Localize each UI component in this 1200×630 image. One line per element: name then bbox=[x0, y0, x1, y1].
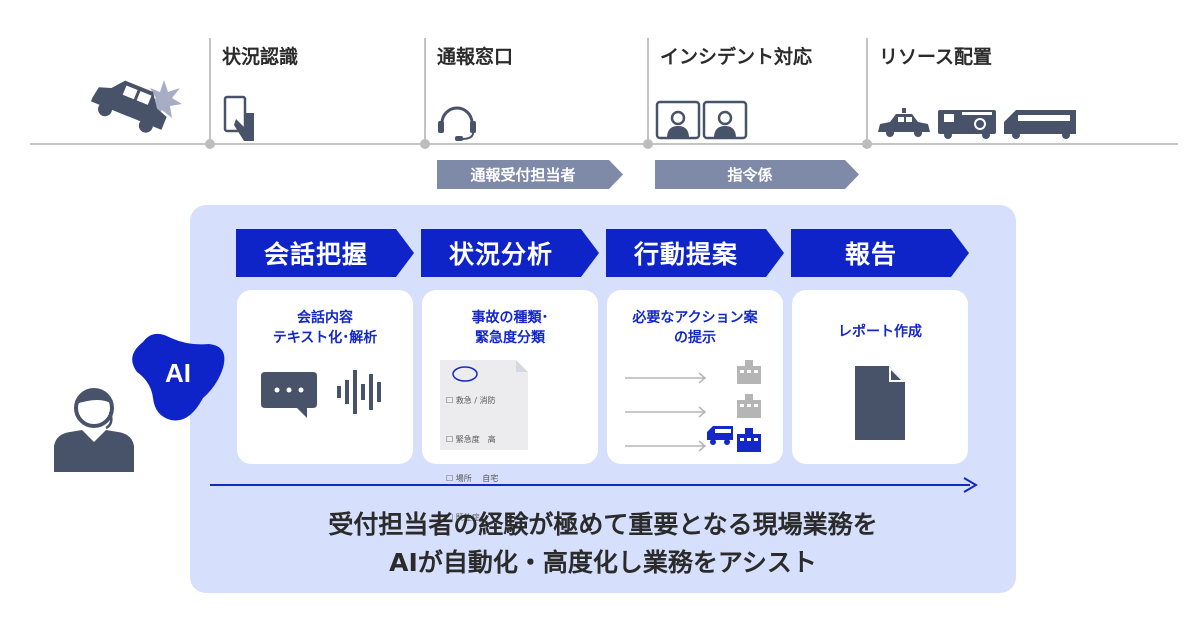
step-arrow bbox=[581, 229, 599, 277]
checklist-document-icon: ☐ 救急 / 消防 ☐ 緊急度 高 ☐ 場所 自宅 ☐ 既往症 ⋮ bbox=[440, 360, 528, 561]
role-tag-arrow bbox=[845, 160, 859, 189]
step-card-conversation: 会話内容 テキスト化･解析 bbox=[237, 290, 413, 464]
ai-badge: AI bbox=[123, 328, 233, 433]
operators-icon bbox=[655, 100, 748, 140]
step-title: 報告 bbox=[844, 240, 897, 269]
timeline-divider bbox=[866, 38, 868, 144]
step-card-analysis: 事故の種類･ 緊急度分類 ☐ 救急 / 消防 ☐ 緊急度 高 ☐ 場所 自宅 ☐… bbox=[422, 290, 598, 561]
summary-line-2: AIが自動化・高度化し業務をアシスト bbox=[389, 548, 817, 577]
timeline-node bbox=[862, 139, 872, 149]
step-description: 会話内容 テキスト化･解析 bbox=[272, 310, 378, 346]
stage-title-resources: リソース配置 bbox=[879, 46, 993, 68]
role-tag-call-receiver: 通報受付担当者 bbox=[437, 160, 609, 189]
role-tag-dispatcher: 指令係 bbox=[655, 160, 845, 189]
ai-blob-icon bbox=[132, 333, 225, 421]
summary-line-1: 受付担当者の経験が極めて重要となる現場業務を bbox=[328, 510, 878, 539]
checklist-item: ☐ 緊急度 高 bbox=[446, 435, 496, 444]
smartphone-touch-icon bbox=[223, 95, 254, 141]
step-title: 会話把握 bbox=[263, 240, 368, 269]
timeline-divider bbox=[209, 38, 211, 144]
step-description: 必要なアクション案 の提示 bbox=[632, 310, 758, 346]
step-arrow bbox=[951, 229, 969, 277]
stage-title-situation: 状況認識 bbox=[222, 46, 299, 68]
circle-mark-icon bbox=[452, 366, 478, 382]
ai-badge-label: AI bbox=[165, 358, 191, 388]
checklist-item: ☐ 救急 / 消防 bbox=[446, 396, 496, 405]
process-flow-arrow bbox=[210, 484, 970, 486]
document-icon bbox=[855, 366, 905, 440]
routing-arrows-icon bbox=[625, 360, 761, 452]
checklist-item: ☐ 既往症 bbox=[446, 513, 480, 522]
role-tag-label: 通報受付担当者 bbox=[470, 166, 576, 184]
checklist-text: 既往症 bbox=[455, 513, 480, 522]
step-arrow bbox=[766, 229, 784, 277]
step-description: レポート作成 bbox=[838, 324, 922, 340]
checklist-text: 救急 / 消防 bbox=[455, 396, 496, 405]
timeline-node bbox=[643, 139, 653, 149]
role-tag-arrow bbox=[609, 160, 623, 189]
step-header-action: 行動提案 bbox=[606, 229, 766, 277]
step-description: 事故の種類･ 緊急度分類 bbox=[471, 310, 549, 346]
checklist-text: 場所 自宅 bbox=[455, 474, 499, 483]
step-title: 行動提案 bbox=[633, 240, 738, 269]
step-header-report: 報告 bbox=[791, 229, 951, 277]
checklist-item: ⋮ bbox=[446, 550, 498, 563]
arrowhead-icon bbox=[963, 477, 978, 493]
role-tag-label: 指令係 bbox=[727, 166, 773, 184]
timeline-divider bbox=[647, 38, 649, 144]
operator-icon bbox=[54, 388, 134, 472]
stage-title-report-desk: 通報窓口 bbox=[437, 46, 514, 68]
timeline-divider bbox=[424, 38, 426, 144]
headset-icon bbox=[438, 106, 476, 141]
step-arrow bbox=[396, 229, 414, 277]
step-title: 状況分析 bbox=[448, 240, 553, 269]
checklist-text: ⋮ bbox=[482, 552, 490, 561]
checklist-text: 緊急度 高 bbox=[455, 435, 496, 444]
timeline-node bbox=[420, 139, 430, 149]
chat-waveform-icon bbox=[261, 370, 381, 418]
timeline-node bbox=[205, 139, 215, 149]
step-card-action: 必要なアクション案 の提示 bbox=[607, 290, 783, 464]
step-header-conversation: 会話把握 bbox=[236, 229, 396, 277]
timeline-axis bbox=[30, 143, 1178, 145]
car-crash-icon bbox=[90, 80, 182, 133]
checklist: ☐ 救急 / 消防 ☐ 緊急度 高 ☐ 場所 自宅 ☐ 既往症 ⋮ bbox=[446, 368, 498, 589]
stage-title-incident: インシデント対応 bbox=[660, 46, 813, 68]
emergency-vehicles-icon bbox=[878, 108, 1076, 139]
page-fold bbox=[516, 360, 528, 372]
checklist-item: ☐ 場所 自宅 bbox=[446, 474, 499, 483]
step-header-analysis: 状況分析 bbox=[421, 229, 581, 277]
step-card-report: レポート作成 bbox=[792, 290, 968, 464]
